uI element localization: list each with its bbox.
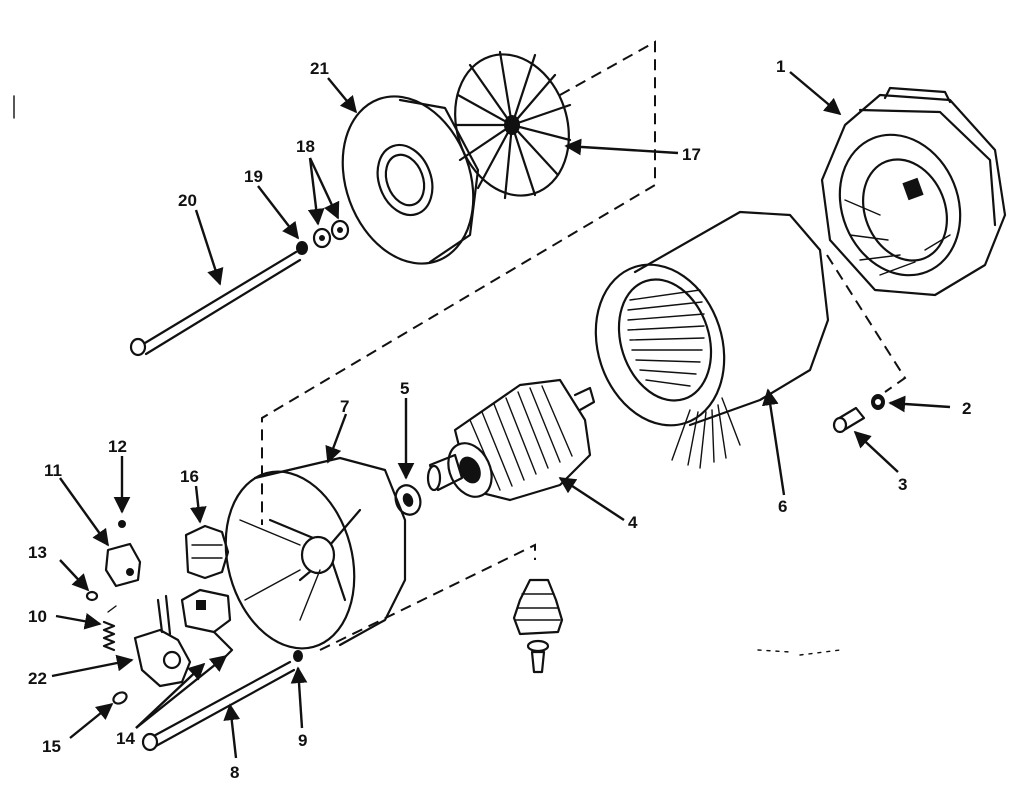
stator-part-6 xyxy=(594,210,830,469)
screw-part-15 xyxy=(112,691,128,705)
callout-22: 22 xyxy=(28,669,47,688)
brush-cap-part-16 xyxy=(184,524,230,580)
nut-part-9 xyxy=(293,650,303,662)
callout-10: 10 xyxy=(28,607,47,626)
scan-artifacts xyxy=(13,95,841,656)
fan-part-17 xyxy=(453,50,572,200)
callout-11: 11 xyxy=(44,461,62,480)
callout-15: 15 xyxy=(42,737,61,756)
spring-part-10 xyxy=(102,605,117,652)
end-plate-part-21 xyxy=(341,95,480,265)
callout-18: 18 xyxy=(296,137,315,156)
callout-labels: 1 2 3 4 5 6 7 8 9 10 11 12 13 14 15 16 1… xyxy=(28,57,971,782)
callout-2: 2 xyxy=(962,399,971,418)
callout-7: 7 xyxy=(340,397,349,416)
front-housing-part-7 xyxy=(224,456,407,650)
lock-washer-part-19 xyxy=(296,241,308,255)
bearing-part-5 xyxy=(394,484,422,516)
callout-5: 5 xyxy=(400,379,409,398)
callout-19: 19 xyxy=(244,167,263,186)
callout-6: 6 xyxy=(778,497,787,516)
switch-part-11 xyxy=(104,542,142,588)
end-bell-housing xyxy=(820,86,1007,297)
callout-4: 4 xyxy=(628,513,638,532)
leader-arrows xyxy=(51,71,951,759)
callout-1: 1 xyxy=(776,57,785,76)
callout-3: 3 xyxy=(898,475,907,494)
rubber-boot xyxy=(512,578,564,674)
nut-part-13 xyxy=(85,590,99,602)
callout-21: 21 xyxy=(310,59,329,78)
assembly-guide-lines xyxy=(261,40,907,651)
washer-part-2 xyxy=(871,394,885,410)
brush-plate-part-22 xyxy=(133,594,192,688)
brush-holder-part-14 xyxy=(180,588,234,664)
screw-part-3 xyxy=(832,406,866,434)
callout-8: 8 xyxy=(230,763,239,782)
nuts-part-18 xyxy=(312,219,350,249)
callout-13: 13 xyxy=(28,543,47,562)
through-bolt-part-8 xyxy=(141,660,296,752)
through-bolt-part-20 xyxy=(129,250,302,357)
rotor-part-4 xyxy=(426,378,596,502)
callout-16: 16 xyxy=(180,467,199,486)
callout-9: 9 xyxy=(298,731,307,750)
screw-part-12 xyxy=(118,520,126,528)
callout-12: 12 xyxy=(108,437,127,456)
callout-14: 14 xyxy=(116,729,135,748)
callout-17: 17 xyxy=(682,145,701,164)
callout-20: 20 xyxy=(178,191,197,210)
